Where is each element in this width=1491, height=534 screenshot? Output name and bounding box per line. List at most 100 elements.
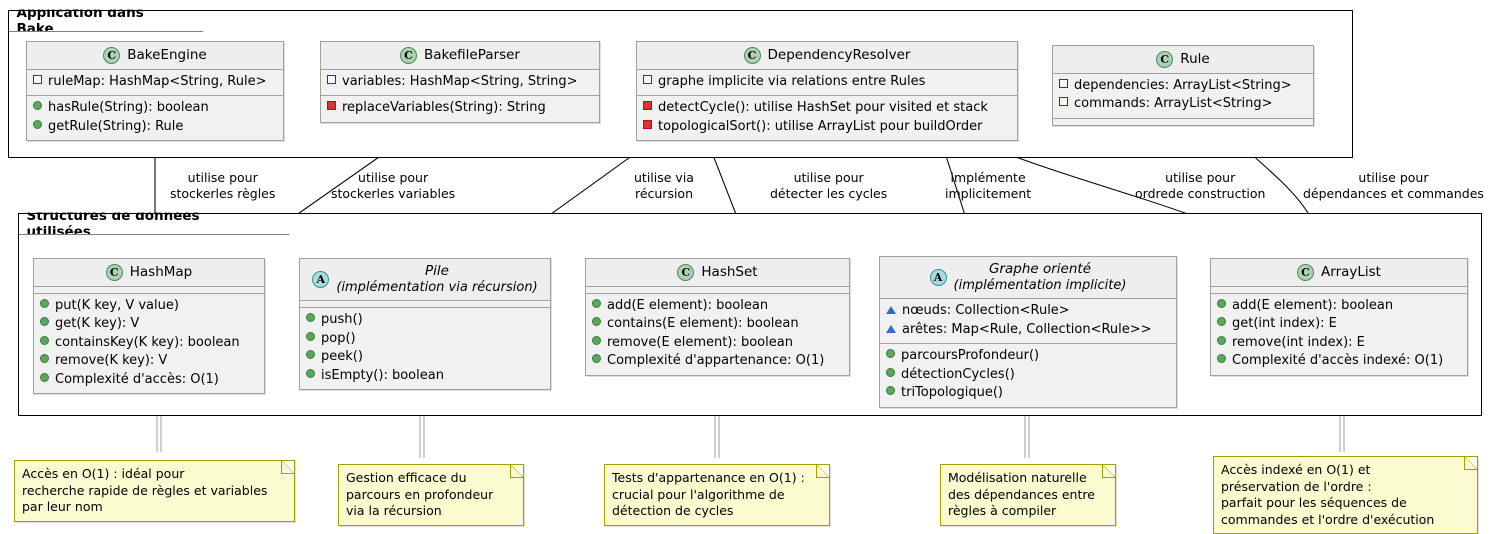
class-stereotype-icon: C <box>400 47 417 64</box>
method-row: détectionCycles() <box>886 366 1170 384</box>
method-text: topologicalSort(): utilise ArrayList pou… <box>658 118 983 134</box>
note-fold-icon <box>1464 457 1477 470</box>
note-line: commandes et l'ordre d'exécution <box>1221 511 1435 527</box>
note-line: détection de cycles <box>612 503 734 518</box>
edge-label-line: dépendances et commandes <box>1303 185 1484 201</box>
private-method-icon <box>643 119 652 129</box>
class-pile[interactable]: A Pile (implémentation via récursion) pu… <box>299 258 551 391</box>
note-line: Accès indexé en O(1) et <box>1221 462 1371 477</box>
public-method-icon <box>1217 354 1226 364</box>
class-methods: put(K key, V value) get(K key): V contai… <box>34 293 264 393</box>
edge-label-line: utilise via <box>634 170 694 185</box>
class-header-hashset: C HashSet <box>586 259 849 287</box>
method-row: triTopologique() <box>886 384 1170 402</box>
edge-label-line: utilise pour <box>187 170 258 185</box>
method-text: push() <box>321 312 363 328</box>
class-title: Pile <box>425 263 449 279</box>
method-row: get(K key): V <box>40 315 258 333</box>
class-title: HashSet <box>701 263 758 280</box>
public-method-icon <box>40 317 49 327</box>
method-row: Complexité d'accès: O(1) <box>40 371 258 389</box>
edge-label-line: utilise pour <box>1358 170 1429 185</box>
note-graphe: Modélisation naturelle des dépendances e… <box>940 464 1116 526</box>
method-row: topologicalSort(): utilise ArrayList pou… <box>643 118 1011 136</box>
attribute-text: arêtes: Map<Rule, Collection<Rule>> <box>902 321 1152 337</box>
note-fold-icon <box>816 465 829 478</box>
class-stereotype-icon: C <box>743 47 761 64</box>
attribute-text: ruleMap: HashMap<String, Rule> <box>48 74 267 89</box>
class-subtitle: (implémentation implicite) <box>953 277 1127 293</box>
method-row: push() <box>306 311 544 329</box>
method-text: peek() <box>321 349 363 365</box>
class-graphe-oriente[interactable]: A Graphe orienté (implémentation implici… <box>879 256 1177 408</box>
class-attributes: nœuds: Collection<Rule> arêtes: Map<Rule… <box>880 299 1176 343</box>
note-fold-icon <box>1102 465 1115 478</box>
public-method-icon <box>40 372 49 382</box>
attribute-text: variables: HashMap<String, String> <box>342 74 578 89</box>
public-method-icon <box>306 350 315 360</box>
method-text: containsKey(K key): boolean <box>55 334 240 350</box>
package-label-application: Application dans Bake <box>8 10 204 32</box>
public-method-icon <box>886 386 895 396</box>
class-attributes: ruleMap: HashMap<String, Rule> <box>27 70 283 95</box>
class-header-dependencyresolver: C DependencyResolver <box>637 42 1017 70</box>
class-bakeengine[interactable]: C BakeEngine ruleMap: HashMap<String, Ru… <box>26 41 284 142</box>
method-row: isEmpty(): boolean <box>306 367 544 385</box>
attribute-row: ruleMap: HashMap<String, Rule> <box>33 73 277 91</box>
note-line: Modélisation naturelle <box>948 470 1087 485</box>
class-arraylist[interactable]: C ArrayList add(E element): boolean get(… <box>1210 258 1468 376</box>
edge-label-line: récursion <box>634 185 693 201</box>
public-method-icon <box>592 299 601 308</box>
method-text: add(E element): boolean <box>607 298 769 313</box>
class-header-arraylist: C ArrayList <box>1211 259 1467 287</box>
attribute-text: dependencies: ArrayList<String> <box>1074 78 1292 93</box>
public-method-icon <box>592 335 601 345</box>
note-line: Gestion efficace du <box>346 470 467 485</box>
class-bakefileparser[interactable]: C BakefileParser variables: HashMap<Stri… <box>320 41 600 123</box>
class-stereotype-icon: C <box>105 264 123 281</box>
method-text: replaceVariables(String): String <box>342 100 546 116</box>
method-row: add(E element): boolean <box>592 297 843 315</box>
class-header-graphe-oriente: A Graphe orienté (implémentation implici… <box>880 257 1176 300</box>
note-pile: Gestion efficace du parcours en profonde… <box>338 464 524 526</box>
class-methods: add(E element): boolean contains(E eleme… <box>586 293 849 375</box>
class-attributes: graphe implicite via relations entre Rul… <box>637 70 1017 95</box>
class-methods: push() pop() peek() isEmpty(): boolean <box>300 307 550 389</box>
method-row: parcoursProfondeur() <box>886 347 1170 365</box>
edge-label-stocker-variables: utilise pour stockerles variables <box>331 170 455 201</box>
private-attribute-icon <box>33 75 42 84</box>
method-text: contains(E element): boolean <box>607 316 799 332</box>
edge-label-line: implémente <box>950 170 1026 185</box>
method-text: add(E element): boolean <box>1232 298 1394 313</box>
class-dependencyresolver[interactable]: C DependencyResolver graphe implicite vi… <box>636 41 1018 142</box>
method-text: detectCycle(): utilise HashSet pour visi… <box>658 100 988 116</box>
method-text: Complexité d'accès: O(1) <box>55 371 219 387</box>
class-hashset[interactable]: C HashSet add(E element): boolean contai… <box>585 258 850 376</box>
class-methods: add(E element): boolean get(int index): … <box>1211 293 1467 375</box>
class-stereotype-icon: C <box>103 47 121 64</box>
private-attribute-icon <box>327 75 336 84</box>
public-method-icon <box>886 349 895 359</box>
method-row: peek() <box>306 348 544 366</box>
edge-label-line: détecter les cycles <box>770 185 888 201</box>
class-rule[interactable]: C Rule dependencies: ArrayList<String> c… <box>1052 45 1314 126</box>
note-line: recherche rapide de règles et variables <box>22 482 268 498</box>
method-row: detectCycle(): utilise HashSet pour visi… <box>643 99 1011 117</box>
class-attributes: variables: HashMap<String, String> <box>321 70 599 95</box>
edge-label-implemente-implicitement: implémente implicitement <box>945 170 1031 201</box>
attribute-text: graphe implicite via relations entre Rul… <box>658 74 926 89</box>
class-methods: detectCycle(): utilise HashSet pour visi… <box>637 95 1017 140</box>
class-title: HashMap <box>129 263 193 280</box>
public-method-icon <box>1217 317 1226 327</box>
class-hashmap[interactable]: C HashMap put(K key, V value) get(K key)… <box>33 258 265 395</box>
class-methods: hasRule(String): boolean getRule(String)… <box>27 95 283 140</box>
public-method-icon <box>306 331 315 341</box>
note-line: des dépendances entre <box>948 486 1095 502</box>
method-row: containsKey(K key): boolean <box>40 334 258 352</box>
public-method-icon <box>40 354 49 364</box>
method-text: remove(int index): E <box>1232 334 1365 350</box>
edge-label-line: implicitement <box>945 185 1032 201</box>
method-text: remove(E element): boolean <box>607 334 793 350</box>
method-row: remove(int index): E <box>1217 334 1461 352</box>
